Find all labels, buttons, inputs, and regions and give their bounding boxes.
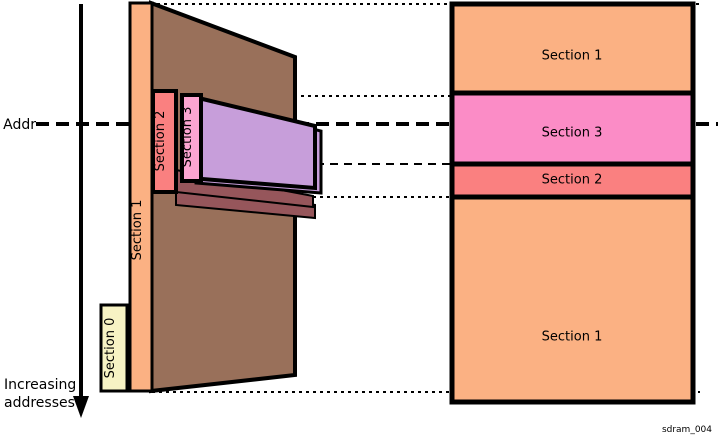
middle-section3-label: Section 3 xyxy=(180,107,195,168)
right-block-section1-bottom-label: Section 1 xyxy=(542,330,603,345)
middle-section2-box xyxy=(151,89,178,194)
left-section0-box xyxy=(99,303,129,393)
addr-label: Addr xyxy=(3,117,36,133)
increasing-addresses-label-line1: Increasing xyxy=(4,377,76,393)
right-block-section1-bottom xyxy=(449,194,696,405)
left-column-section0: Section 0 xyxy=(99,303,129,393)
middle-section2: Section 2 xyxy=(151,89,178,194)
left-section1-bar xyxy=(128,1,154,393)
middle-section3: Section 3 xyxy=(180,93,203,183)
figure-caption: sdram_004 xyxy=(662,425,712,435)
middle-section3-box xyxy=(180,93,203,183)
middle-section2-label: Section 2 xyxy=(153,111,168,172)
address-axis xyxy=(73,4,89,418)
right-memory-panel: Section 1 Section 3 Section 2 Section 1 xyxy=(449,1,696,405)
address-axis-arrowhead xyxy=(73,396,89,418)
right-block-section2-label: Section 2 xyxy=(542,173,603,188)
right-block-section3-label: Section 3 xyxy=(542,126,603,141)
left-section0-label: Section 0 xyxy=(103,318,118,379)
right-block-section1-top-label: Section 1 xyxy=(542,49,603,64)
increasing-addresses-label-line2: addresses xyxy=(4,395,75,411)
left-column-section1: Section 1 xyxy=(128,1,154,393)
purple-section3-slab xyxy=(188,93,323,195)
left-section1-label: Section 1 xyxy=(130,200,145,261)
